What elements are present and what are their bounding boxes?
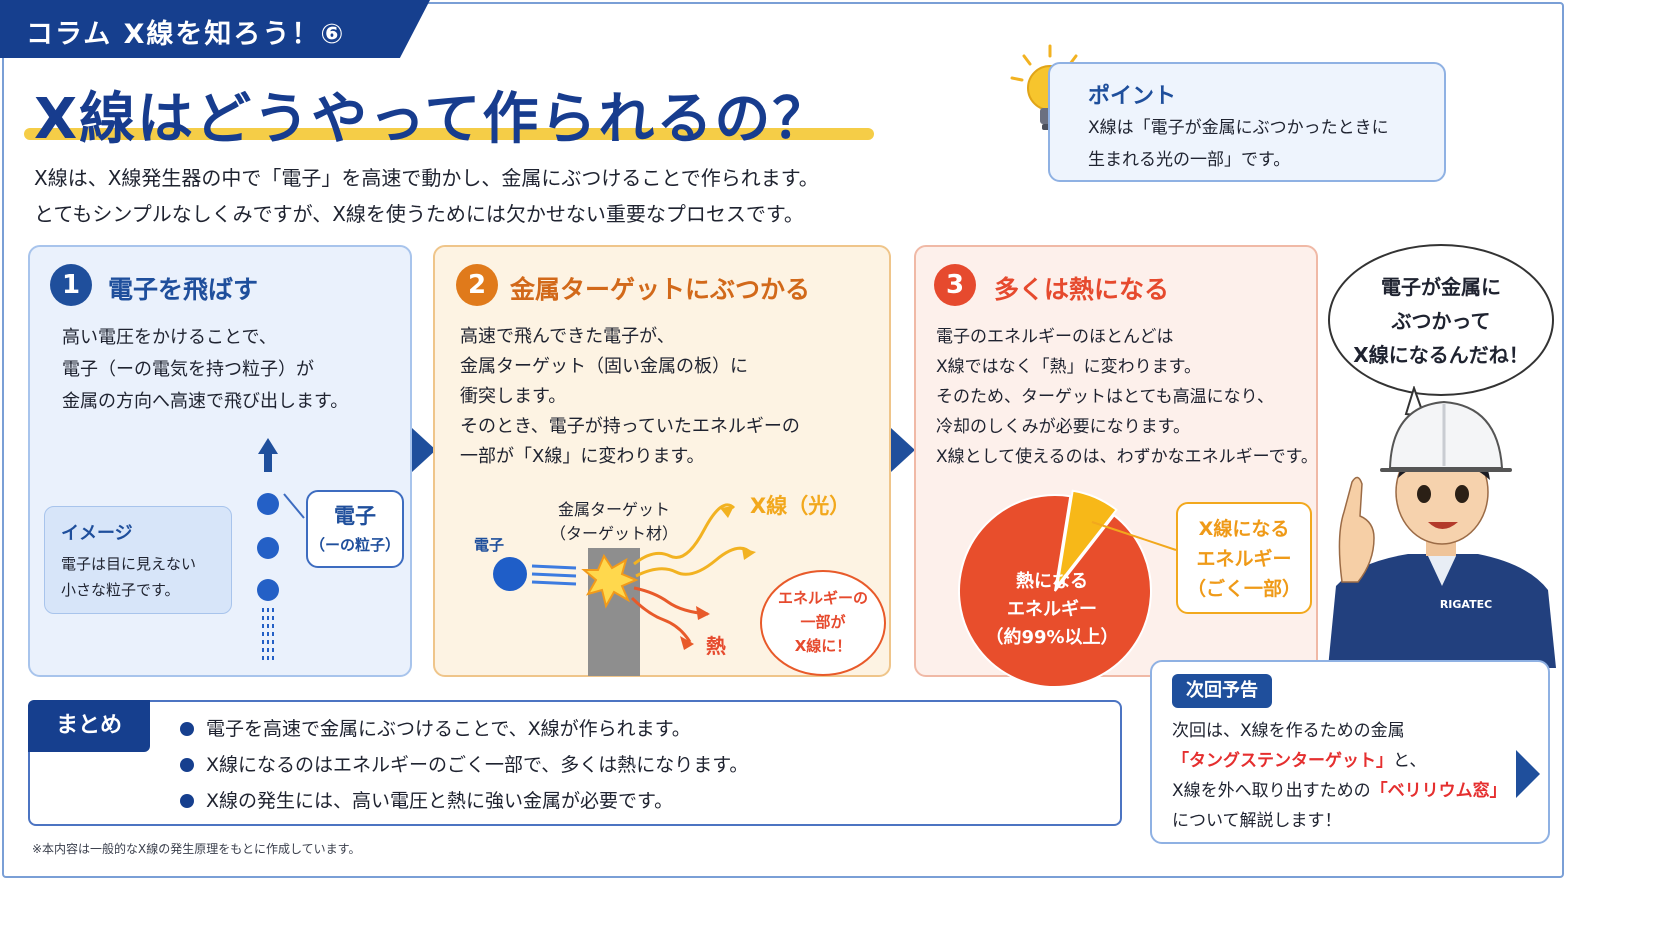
image-note-title: イメージ <box>61 523 133 544</box>
next-line: 次回は、X線を作るための金属 <box>1172 721 1405 741</box>
pie-xray-line: エネルギー <box>1196 548 1292 570</box>
summary-box <box>28 700 1122 826</box>
step-line: 金属の方向へ高速で飛び出します。 <box>62 391 349 412</box>
bullet-icon <box>180 758 194 772</box>
next-highlight-beryllium: 「ベリリウム窓」 <box>1370 781 1507 801</box>
electron-label-bubble: 電子 （ーの粒子） <box>306 490 404 568</box>
xray-label: X線（光） <box>750 494 851 518</box>
collision-illustration <box>493 503 756 676</box>
bullet-icon <box>180 794 194 808</box>
step-line: 電子のエネルギーのほとんどは <box>936 327 1174 347</box>
step-heading-3: 多くは熱になる <box>994 275 1170 304</box>
worker-badge: RIGATEC <box>1440 598 1492 611</box>
pie-heat-label: 熱になる エネルギー （約99%以上） <box>982 568 1122 652</box>
image-note-line: 小さな粒子です。 <box>61 581 180 599</box>
target-label-line: （ターゲット材） <box>550 524 679 543</box>
worker-illustration: RIGATEC <box>1328 386 1556 668</box>
point-text: X線は「電子が金属にぶつかったときに 生まれる光の一部」です。 <box>1088 112 1389 176</box>
step-text-1: 高い電圧をかけることで、 電子（ーの電気を持つ粒子）が 金属の方向へ高速で飛び出… <box>62 322 348 418</box>
pie-slice-heat <box>958 494 1152 688</box>
speech-bubble: 電子が金属に ぶつかって X線になるんだね！ <box>1328 244 1554 396</box>
next-highlight-tungsten: 「タングステンターゲット」 <box>1172 751 1393 771</box>
summary-item: X線の発生には、高い電圧と熱に強い金属が必要です。 <box>180 786 673 813</box>
point-line: X線は「電子が金属にぶつかったときに <box>1088 118 1389 138</box>
next-line: について解説します！ <box>1172 811 1342 831</box>
pie-heat-line: （約99%以上） <box>985 627 1119 648</box>
next-step-arrow <box>891 428 915 472</box>
step-line: 冷却のしくみが必要になります。 <box>936 417 1190 437</box>
image-note-line: 電子は目に見えない <box>61 555 197 573</box>
point-line: 生まれる光の一部」です。 <box>1088 150 1291 170</box>
summary-item-text: 電子を高速で金属にぶつけることで、X線が作られます。 <box>206 718 691 740</box>
summary-item: 電子を高速で金属にぶつけることで、X線が作られます。 <box>180 714 691 741</box>
target-label: 金属ターゲット （ターゲット材） <box>550 498 678 546</box>
footnote: ※本内容は一般的なX線の発生原理をもとに作成しています。 <box>32 842 361 856</box>
step-heading-1: 電子を飛ばす <box>108 275 259 304</box>
next-preview-tag: 次回予告 <box>1172 674 1272 708</box>
intro-text: X線は、X線発生器の中で「電子」を高速で動かし、金属にぶつけることで作られます。… <box>34 160 819 232</box>
heat-label: 熱 <box>706 634 726 658</box>
page-title: X線はどうやって作られるの？ <box>34 87 831 152</box>
next-line-rest: と、 <box>1393 751 1427 771</box>
step-number-1: 1 <box>50 264 92 306</box>
summary-tag: まとめ <box>28 700 150 752</box>
energy-pie-chart <box>958 489 1152 688</box>
energy-bubble-line: 一部が <box>800 613 846 631</box>
pie-heat-line: 熱になる <box>1016 571 1088 592</box>
pie-xray-line: （ごく一部） <box>1186 578 1301 600</box>
step-text-2: 高速で飛んできた電子が、 金属ターゲット（固い金属の板）に 衝突します。 そのと… <box>460 322 800 472</box>
next-arrow-icon <box>1516 750 1540 798</box>
point-box: ポイント X線は「電子が金属にぶつかったときに 生まれる光の一部」です。 <box>1048 62 1446 182</box>
step-line: そのとき、電子が持っていたエネルギーの <box>460 416 800 437</box>
step-heading-2: 金属ターゲットにぶつかる <box>510 275 811 304</box>
next-step-arrow <box>412 428 436 472</box>
pie-heat-line: エネルギー <box>1007 599 1097 620</box>
title-underline <box>24 128 874 140</box>
intro-line: とてもシンプルなしくみですが、X線を使うためには欠かせない重要なプロセスです。 <box>34 202 804 226</box>
image-note-box: イメージ 電子は目に見えない 小さな粒子です。 <box>44 506 232 614</box>
step-text-3: 電子のエネルギーのほとんどは X線ではなく「熱」に変わります。 そのため、ターゲ… <box>936 322 1318 472</box>
summary-item-text: X線の発生には、高い電圧と熱に強い金属が必要です。 <box>206 790 674 812</box>
next-line: 「タングステンターゲット」と、 <box>1172 746 1507 776</box>
column-tab-label: コラム X線を知ろう！⑥ <box>26 19 346 50</box>
bullet-icon <box>180 722 194 736</box>
point-heading: ポイント <box>1088 84 1177 109</box>
step-line: 金属ターゲット（固い金属の板）に <box>460 356 748 377</box>
electron-flow-illustration <box>257 438 305 662</box>
step-line: 衝突します。 <box>460 386 567 407</box>
step-number-3: 3 <box>934 264 976 306</box>
summary-item-text: X線になるのはエネルギーのごく一部で、多くは熱になります。 <box>206 754 749 776</box>
column-tab: コラム X線を知ろう！⑥ <box>0 0 430 58</box>
summary-item: X線になるのはエネルギーのごく一部で、多くは熱になります。 <box>180 750 748 777</box>
step-line: X線として使えるのは、わずかなエネルギーです。 <box>936 447 1318 467</box>
next-line: X線を外へ取り出すための「ベリリウム窓」 <box>1172 776 1507 806</box>
pie-slice-xray <box>1056 489 1118 587</box>
page-frame <box>2 2 1564 878</box>
image-note-text: 電子は目に見えない 小さな粒子です。 <box>61 551 196 603</box>
step-line: そのため、ターゲットはとても高温になり、 <box>936 387 1274 407</box>
electron-sublabel: （ーの粒子） <box>309 536 400 554</box>
electron-caption: 電子 <box>474 536 505 554</box>
pie-callout-line <box>1091 521 1177 551</box>
next-line-pre: X線を外へ取り出すための <box>1172 781 1371 801</box>
electron-label: 電子 <box>334 504 376 528</box>
energy-bubble: エネルギーの 一部が X線に！ <box>760 570 886 676</box>
step-line: 電子（ーの電気を持つ粒子）が <box>62 359 314 380</box>
energy-bubble-line: エネルギーの <box>777 589 868 607</box>
speech-line: X線になるんだね！ <box>1353 343 1529 367</box>
intro-line: X線は、X線発生器の中で「電子」を高速で動かし、金属にぶつけることで作られます。 <box>34 166 819 190</box>
target-label-line: 金属ターゲット <box>558 500 671 519</box>
step-line: 高速で飛んできた電子が、 <box>460 326 675 347</box>
step-line: 一部が「X線」に変わります。 <box>460 446 705 467</box>
energy-bubble-line: X線に！ <box>794 637 852 655</box>
next-preview-box <box>1150 660 1550 844</box>
step-number-2: 2 <box>456 264 498 306</box>
step-line: X線ではなく「熱」に変わります。 <box>936 357 1201 377</box>
step-line: 高い電圧をかけることで、 <box>62 327 277 348</box>
pie-xray-label: X線になる エネルギー （ごく一部） <box>1176 502 1312 614</box>
pie-xray-line: X線になる <box>1198 518 1290 540</box>
speech-line: ぶつかって <box>1391 309 1491 333</box>
speech-line: 電子が金属に <box>1381 275 1501 299</box>
next-preview-text: 次回は、X線を作るための金属 「タングステンターゲット」と、 X線を外へ取り出す… <box>1172 716 1507 836</box>
